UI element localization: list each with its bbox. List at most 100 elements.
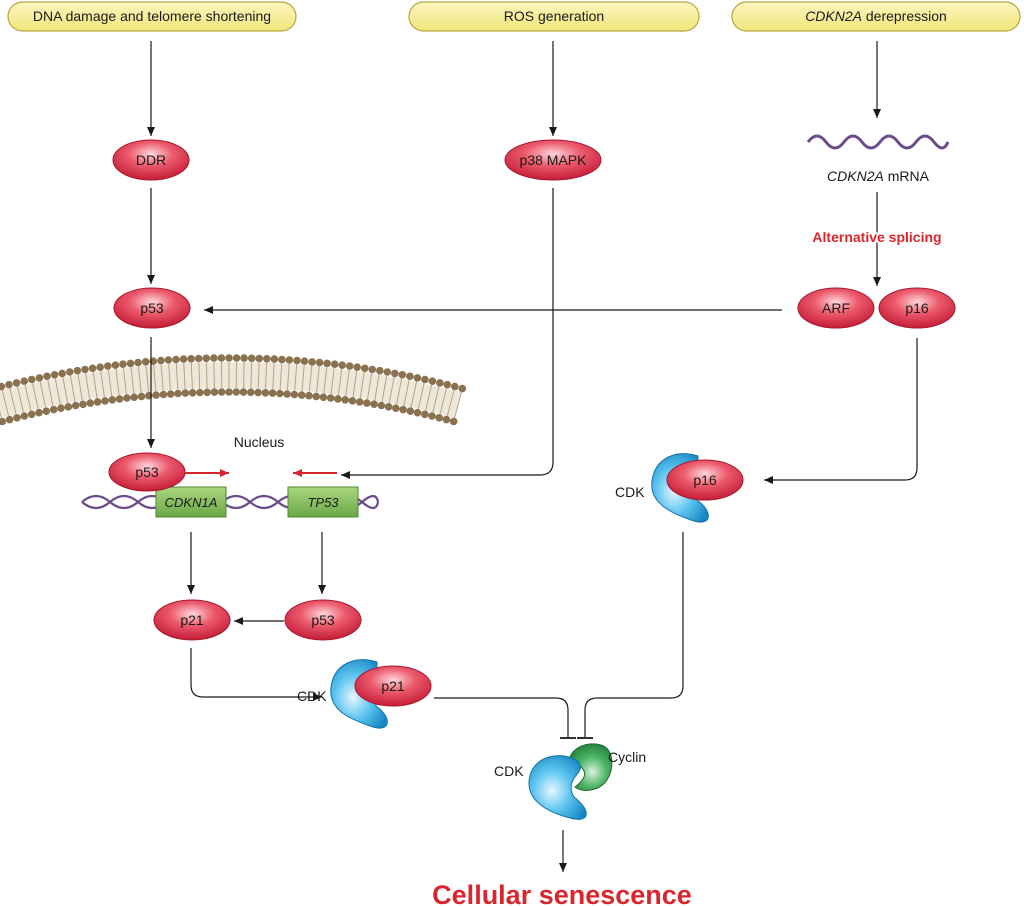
membrane-bead bbox=[73, 366, 82, 375]
membrane-bead bbox=[88, 364, 97, 373]
membrane-tail bbox=[168, 363, 171, 391]
membrane-tail bbox=[183, 363, 186, 390]
arrow-p16-to-cdk-complex bbox=[764, 338, 918, 484]
membrane-bead bbox=[297, 391, 306, 399]
membrane-bead bbox=[64, 403, 73, 411]
p21-bound-label: p21 bbox=[381, 678, 405, 694]
membrane-bead bbox=[392, 404, 400, 413]
membrane-bead bbox=[436, 379, 444, 387]
membrane-tail bbox=[345, 370, 350, 396]
cdkn1a-label: CDKN1A bbox=[165, 495, 218, 510]
stimulus-ros-label: ROS generation bbox=[504, 8, 604, 24]
membrane-bead bbox=[345, 362, 354, 370]
membrane-bead bbox=[428, 412, 436, 420]
membrane-bead bbox=[130, 393, 138, 402]
membrane-bead bbox=[12, 379, 21, 387]
membrane-bead bbox=[323, 359, 331, 368]
cellular-senescence-title: Cellular senescence bbox=[432, 880, 692, 906]
ddr-label: DDR bbox=[136, 152, 166, 168]
cdk-p16-label: CDK bbox=[615, 484, 645, 500]
membrane-tail bbox=[417, 383, 425, 409]
membrane-tail bbox=[359, 372, 365, 399]
membrane-bead bbox=[398, 371, 407, 379]
membrane-tail bbox=[100, 371, 105, 397]
membrane-tail bbox=[0, 410, 2, 418]
membrane-bead bbox=[152, 391, 160, 399]
membrane-bead bbox=[194, 354, 203, 363]
membrane-tail bbox=[279, 363, 283, 390]
cdk-cyclin-cdk-label: CDK bbox=[494, 763, 524, 779]
membrane-bead bbox=[50, 371, 59, 379]
membrane-bead bbox=[96, 363, 104, 372]
membrane-tail bbox=[145, 365, 149, 392]
membrane-bead bbox=[406, 372, 414, 381]
membrane-bead bbox=[285, 356, 294, 364]
membrane-bead bbox=[137, 392, 146, 401]
membrane-bead bbox=[261, 389, 270, 397]
stimulus-ros: ROS generation bbox=[408, 1, 700, 32]
membrane-tail bbox=[301, 365, 305, 392]
membrane-bead bbox=[58, 369, 66, 378]
cdk-cyclin-complex bbox=[528, 743, 613, 820]
membrane-bead bbox=[338, 361, 347, 370]
p16-top-label: p16 bbox=[905, 300, 929, 316]
p53-nuclear-node: p53 bbox=[108, 452, 186, 492]
membrane-bead bbox=[239, 388, 248, 396]
membrane-bead bbox=[377, 401, 386, 410]
membrane-bead bbox=[413, 408, 422, 417]
membrane-bead bbox=[355, 398, 364, 406]
membrane-bead bbox=[270, 355, 279, 363]
membrane-tail bbox=[330, 368, 335, 395]
membrane-tail bbox=[257, 362, 260, 389]
p53-nuclear-label: p53 bbox=[135, 464, 159, 480]
membrane-bead bbox=[108, 396, 117, 404]
membrane-bead bbox=[300, 357, 309, 366]
membrane-tail bbox=[410, 381, 417, 408]
membrane-bead bbox=[428, 377, 437, 386]
membrane-tail bbox=[454, 392, 462, 418]
arf-label: ARF bbox=[822, 300, 850, 316]
arrow-p38-to-tp53 bbox=[341, 188, 554, 479]
p53-top-label: p53 bbox=[140, 300, 164, 316]
membrane-tail bbox=[190, 362, 193, 389]
membrane-bead bbox=[348, 397, 357, 405]
membrane-bead bbox=[254, 388, 262, 397]
membrane-bead bbox=[334, 395, 342, 403]
cdkn2a-mrna-icon bbox=[806, 134, 950, 150]
membrane-bead bbox=[451, 382, 459, 391]
membrane-bead bbox=[202, 354, 211, 363]
membrane-bead bbox=[353, 363, 362, 372]
membrane-bead bbox=[203, 388, 211, 397]
membrane-bead bbox=[187, 355, 195, 363]
membrane-tail bbox=[70, 375, 76, 402]
membrane-bead bbox=[449, 417, 458, 426]
p16-bound-label: p16 bbox=[693, 472, 717, 488]
membrane-tail bbox=[77, 374, 83, 401]
membrane-bead bbox=[134, 358, 142, 367]
membrane-bead bbox=[435, 414, 444, 422]
membrane-tail bbox=[107, 370, 113, 396]
membrane-bead bbox=[376, 366, 384, 375]
membrane-bead bbox=[172, 355, 180, 364]
membrane-bead bbox=[35, 374, 44, 382]
membrane-bead bbox=[174, 389, 182, 398]
membrane-bead bbox=[232, 388, 241, 396]
membrane-bead bbox=[443, 380, 452, 389]
membrane-bead bbox=[164, 356, 173, 364]
membrane-tail bbox=[308, 365, 313, 392]
membrane-tail bbox=[17, 386, 24, 413]
membrane-tail bbox=[286, 363, 290, 391]
membrane-bead bbox=[278, 355, 286, 364]
membrane-tail bbox=[446, 390, 455, 416]
membrane-bead bbox=[363, 399, 371, 407]
membrane-bead bbox=[13, 414, 21, 422]
membrane-tail bbox=[122, 368, 127, 395]
membrane-bead bbox=[157, 356, 165, 365]
membrane-bead bbox=[326, 394, 335, 402]
membrane-bead bbox=[27, 410, 36, 419]
membrane-bead bbox=[43, 372, 51, 381]
membrane-bead bbox=[268, 389, 277, 397]
membrane-tail bbox=[374, 374, 380, 401]
p53-top-node: p53 bbox=[113, 287, 191, 329]
membrane-tail bbox=[175, 363, 179, 390]
